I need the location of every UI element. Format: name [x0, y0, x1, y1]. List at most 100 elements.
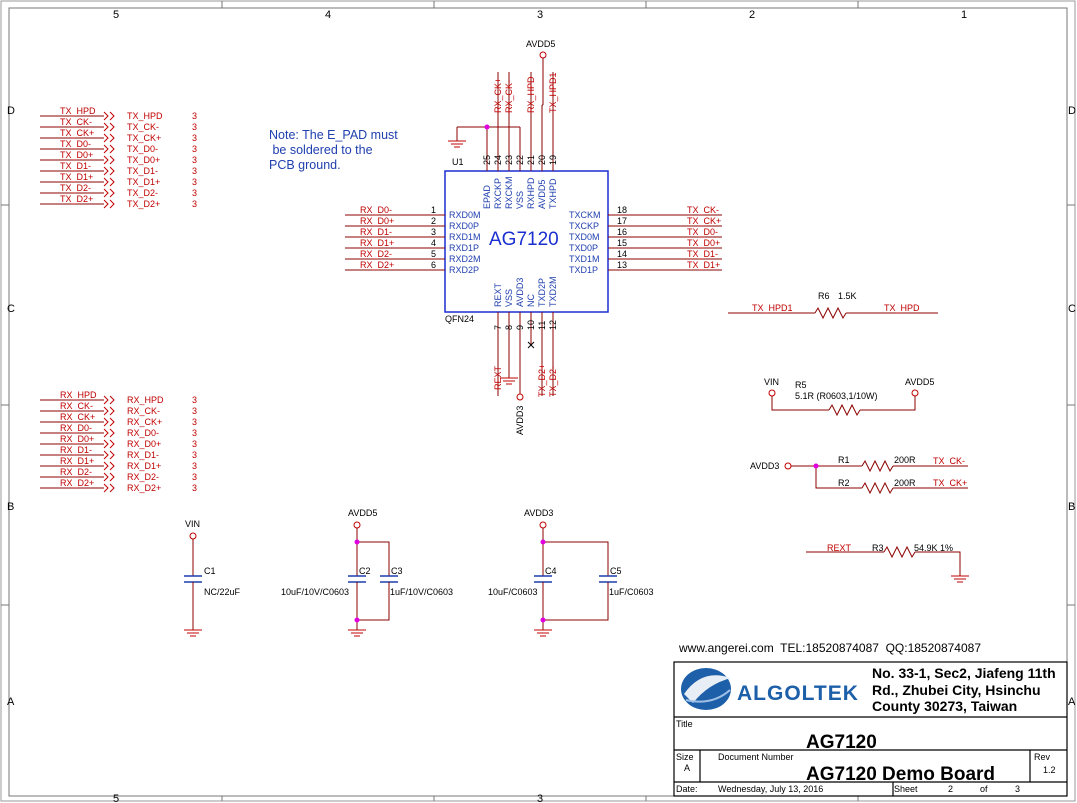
- connector-label: TX_D2-: [127, 188, 158, 198]
- size-label: Size: [676, 752, 694, 762]
- pin-number: 19: [548, 155, 558, 165]
- wire: [357, 541, 390, 576]
- sheet-ref: 3: [192, 395, 197, 405]
- resistor-value: 200R: [894, 455, 916, 465]
- connector-label: TX_CK-: [127, 122, 159, 132]
- pin-name: TXD1P: [569, 265, 598, 275]
- resistor-body: [828, 403, 861, 417]
- net-label: TX_CK+: [933, 478, 967, 488]
- pin-name: TXD1M: [569, 254, 600, 264]
- pin-number: 3: [431, 227, 436, 237]
- supply-label: AVDD5: [348, 508, 377, 518]
- resistor-value: 200R: [894, 478, 916, 488]
- supply-label: AVDD5: [905, 377, 934, 387]
- pin-number: 1: [431, 205, 436, 215]
- date-value: Wednesday, July 13, 2016: [718, 784, 823, 794]
- frame-labels: 5 4 3 2 1 5 3 D C B A D C B A: [7, 9, 1076, 803]
- pin-name: TXD0M: [569, 232, 600, 242]
- col-label: 5: [113, 9, 119, 21]
- net-label: TX_D1-: [687, 249, 718, 259]
- row-label: A: [1068, 696, 1076, 708]
- net-label: RX_D1+: [60, 456, 94, 466]
- resistor-r5: VIN AVDD5 R5 5.1R (R0603,1/10W): [764, 377, 934, 417]
- supply-label: AVDD3: [515, 406, 525, 435]
- resistor-value: 5.1R (R0603,1/10W): [795, 391, 878, 401]
- connector-chevron-icon: [103, 417, 109, 427]
- offpage-connector: TX_CK-TX_CK-3: [40, 117, 197, 132]
- offpage-connector: TX_D0-TX_D0-3: [40, 139, 197, 154]
- connector-chevron-icon: [109, 450, 115, 460]
- pin-name: TXCKM: [569, 210, 601, 220]
- supply-label: VIN: [185, 519, 200, 529]
- col-label: 4: [325, 9, 331, 21]
- wire: [815, 466, 862, 489]
- docnum-value: AG7120 Demo Board: [806, 764, 995, 785]
- row-label: B: [1068, 501, 1075, 513]
- title-block: [673, 661, 1068, 797]
- connector-label: RX_D2-: [127, 472, 159, 482]
- power-port: [539, 521, 547, 529]
- title-label: Title: [676, 719, 693, 729]
- supply-label: AVDD3: [750, 461, 779, 471]
- chip-part: AG7120: [489, 229, 559, 250]
- offpage-connector: RX_CK-RX_CK-3: [40, 401, 197, 416]
- net-label: TX_HPD: [884, 303, 920, 313]
- offpage-connector: RX_D1-RX_D1-3: [40, 445, 197, 460]
- pin-name: NC: [526, 294, 536, 307]
- wire: [860, 396, 916, 411]
- supply-label: AVDD5: [526, 39, 555, 49]
- pin-name: TXCKP: [569, 221, 599, 231]
- cap-value: 10uF/10V/C0603: [281, 587, 349, 597]
- resistor-ref: R1: [838, 455, 850, 465]
- col-label: 5: [113, 793, 119, 803]
- net-label: TX_HPD: [60, 106, 96, 116]
- pin-name: RXD0M: [449, 210, 481, 220]
- connector-chevron-icon: [103, 428, 109, 438]
- wire: [771, 396, 829, 411]
- net-label: TX_D0+: [60, 150, 93, 160]
- connector-chevron-icon: [109, 406, 115, 416]
- connector-chevron-icon: [103, 155, 109, 165]
- row-label: B: [7, 501, 14, 513]
- connector-chevron-icon: [109, 439, 115, 449]
- net-label: TX_D1-: [60, 161, 91, 171]
- cap-value: 1uF/C0603: [609, 587, 654, 597]
- offpage-connector: RX_D2-RX_D2-3: [40, 467, 197, 482]
- row-label: C: [1068, 303, 1076, 315]
- net-label: TX_CK-: [687, 205, 719, 215]
- connector-label: TX_D1+: [127, 177, 160, 187]
- pin-number: 15: [617, 238, 627, 248]
- connector-chevron-icon: [109, 133, 115, 143]
- wire: [357, 582, 390, 621]
- resistor-r6: R6 1.5K TX_HPD1 TX_HPD: [728, 291, 938, 320]
- col-label: 3: [537, 9, 543, 21]
- net-label: RX_D1-: [60, 445, 92, 455]
- connector-chevron-icon: [109, 122, 115, 132]
- net-label: TX_D0+: [687, 238, 720, 248]
- epad-note: Note: The E_PAD must be soldered to the …: [269, 128, 398, 172]
- wire: [543, 582, 609, 621]
- pin-number: 9: [515, 325, 525, 330]
- title-block-text: No. 33-1, Sec2, Jiafeng 11th Rd., Zhubei…: [676, 665, 1056, 794]
- pin-number: 4: [431, 238, 436, 248]
- row-label: D: [7, 105, 15, 117]
- pin-number: 2: [431, 216, 436, 226]
- connector-label: TX_D1-: [127, 166, 158, 176]
- cap-ref: C1: [204, 566, 216, 576]
- resistor-body: [814, 306, 847, 320]
- chip-refdes: U1: [452, 157, 464, 167]
- net-label: RX_D2-: [60, 467, 92, 477]
- resistor-value: 1.5K: [838, 291, 857, 301]
- connector-chevron-icon: [109, 417, 115, 427]
- cap-value: 10uF/C0603: [488, 587, 538, 597]
- connector-label: RX_D1-: [127, 450, 159, 460]
- cap-value: NC/22uF: [204, 587, 241, 597]
- junction-dot: [813, 463, 819, 469]
- net-label: REXT: [827, 543, 852, 553]
